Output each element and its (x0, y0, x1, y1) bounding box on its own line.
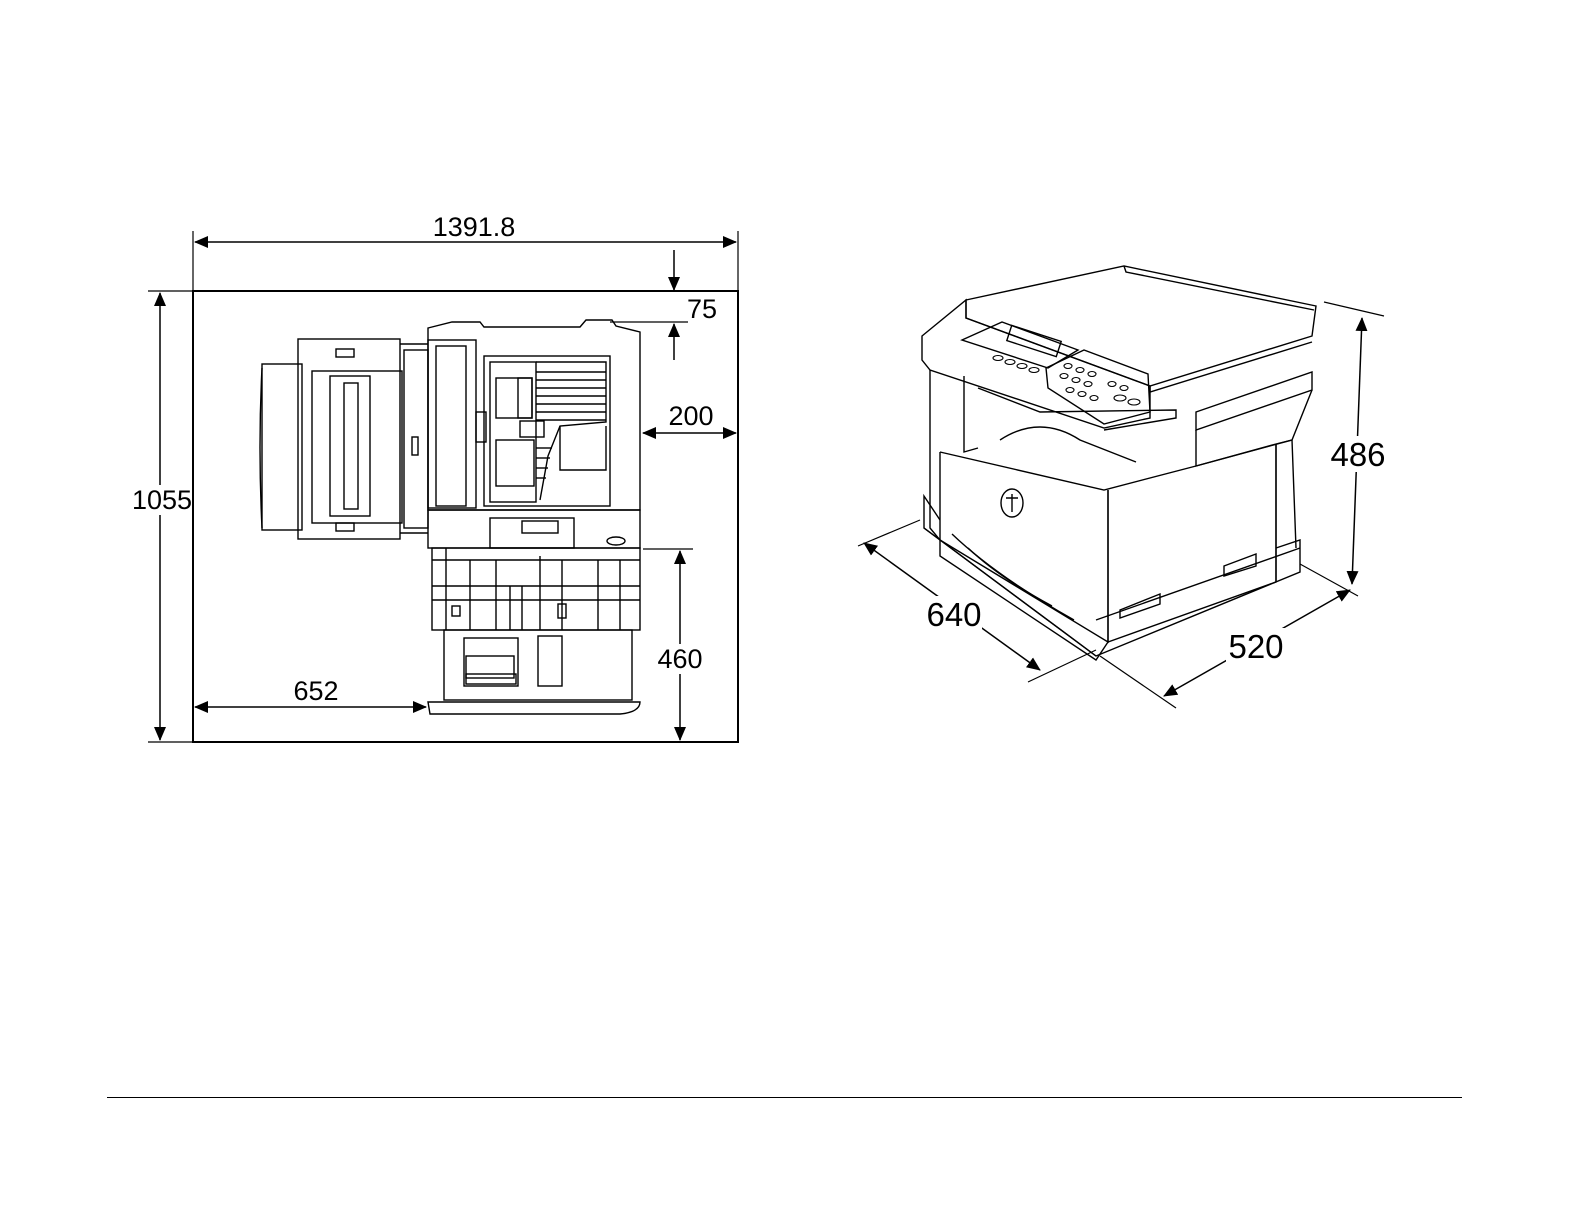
width-overall-label: 1391.8 (433, 212, 516, 242)
depth-overall-label: 1055 (132, 485, 192, 515)
page-footer-rule (107, 1097, 1462, 1098)
right-clearance-dimension: 200 (643, 401, 736, 433)
front-tray-label: 460 (657, 644, 702, 674)
top-view-layout: 1391.8 1055 75 200 460 (130, 212, 738, 742)
height-dimension: 486 (1324, 302, 1388, 584)
width-label: 640 (926, 596, 981, 633)
rear-clearance-dimension: 75 (610, 250, 717, 360)
rear-clearance-label: 75 (687, 294, 717, 324)
depth-dimension: 520 (1100, 564, 1358, 708)
left-tray-label: 652 (293, 676, 338, 706)
height-label: 486 (1330, 436, 1385, 473)
front-tray-dimension: 460 (643, 549, 706, 740)
width-overall-dimension: 1391.8 (193, 212, 738, 291)
width-dimension: 640 (858, 520, 1096, 682)
depth-label: 520 (1228, 628, 1283, 665)
right-clearance-label: 200 (668, 401, 713, 431)
machine-isometric-view: 640 520 486 (858, 266, 1388, 708)
machine-top-view (260, 320, 640, 714)
left-tray-dimension: 652 (195, 676, 426, 707)
depth-overall-dimension: 1055 (130, 291, 193, 742)
